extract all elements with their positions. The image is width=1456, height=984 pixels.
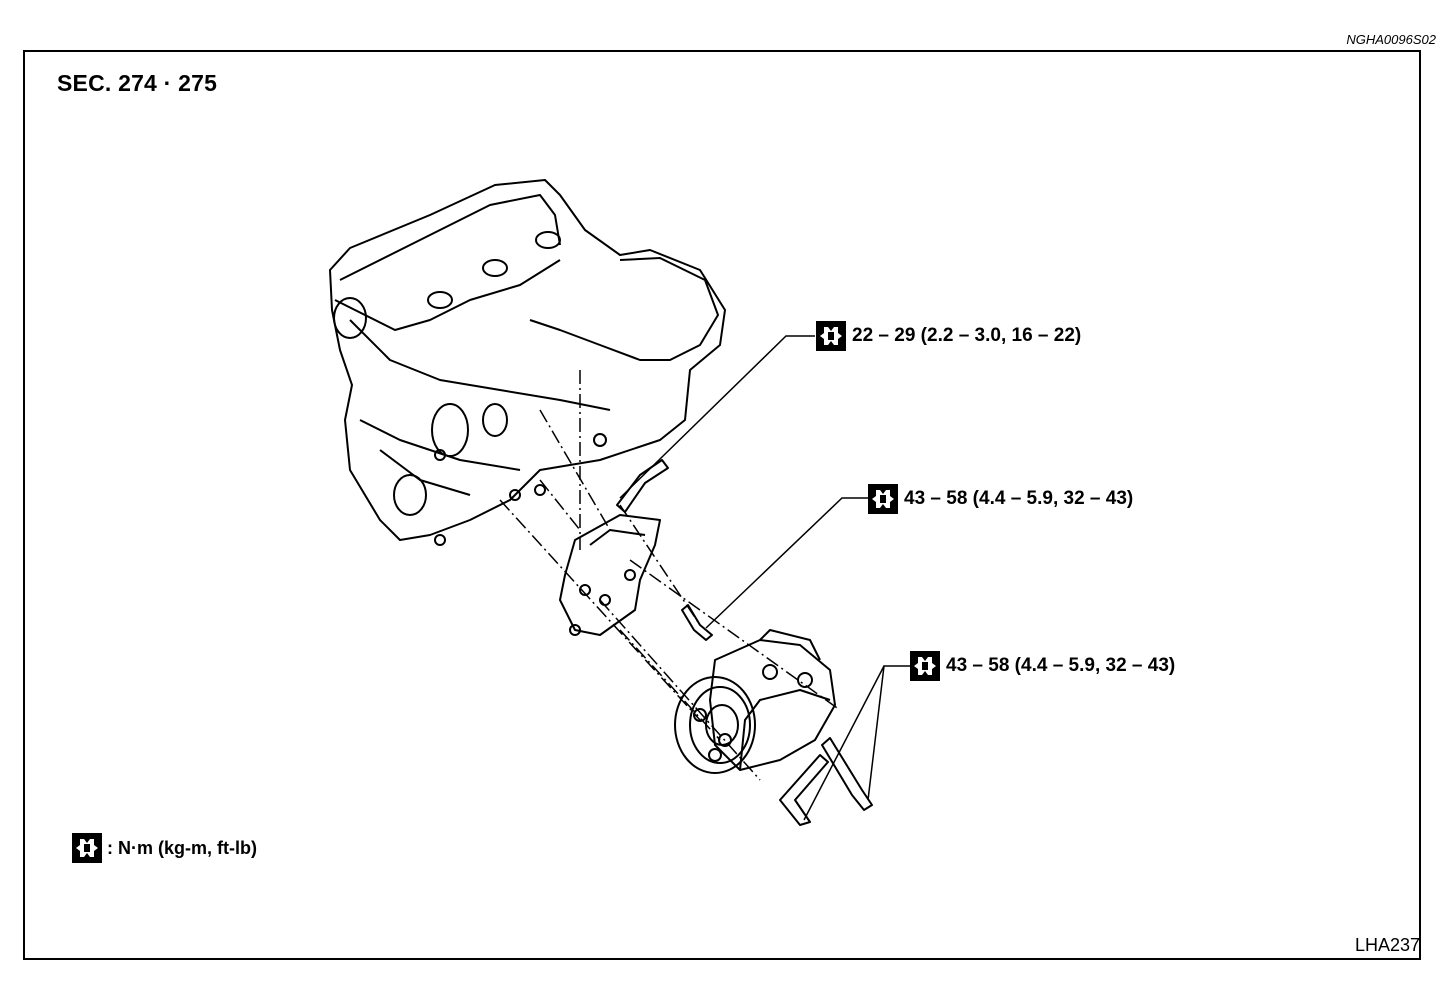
bolt-lower-left [779,754,829,826]
section-title: SEC. 274 · 275 [57,70,218,96]
compressor-pulley [674,676,756,774]
diagram-frame [23,50,1421,960]
torque-spec-text: 43 – 58 (4.4 – 5.9, 32 – 43) [946,655,1176,676]
bolt-middle [681,604,713,641]
torque-wrench-icon [72,833,102,863]
torque-unit-legend: : N·m (kg-m, ft-lb) [72,833,257,863]
engine-block [329,179,726,541]
mounting-bracket [559,514,661,636]
torque-wrench-icon [910,651,940,681]
torque-wrench-icon [868,484,898,514]
legend-text: : N·m (kg-m, ft-lb) [107,837,257,858]
figure-code: LHA237 [1354,935,1420,955]
bolt-upper [616,459,669,513]
torque-spec-middle-bolt: 43 – 58 (4.4 – 5.9, 32 – 43) [868,484,1133,514]
bolt-lower-right [821,737,873,811]
torque-wrench-icon [816,321,846,351]
torque-spec-lower-bolts: 43 – 58 (4.4 – 5.9, 32 – 43) [910,651,1175,681]
torque-spec-text: 22 – 29 (2.2 – 3.0, 16 – 22) [852,325,1082,346]
compressor-body [709,639,836,771]
document-id: NGHA0096S02 [1346,32,1436,47]
torque-spec-text: 43 – 58 (4.4 – 5.9, 32 – 43) [904,488,1134,509]
torque-spec-upper-bolt: 22 – 29 (2.2 – 3.0, 16 – 22) [816,321,1081,351]
